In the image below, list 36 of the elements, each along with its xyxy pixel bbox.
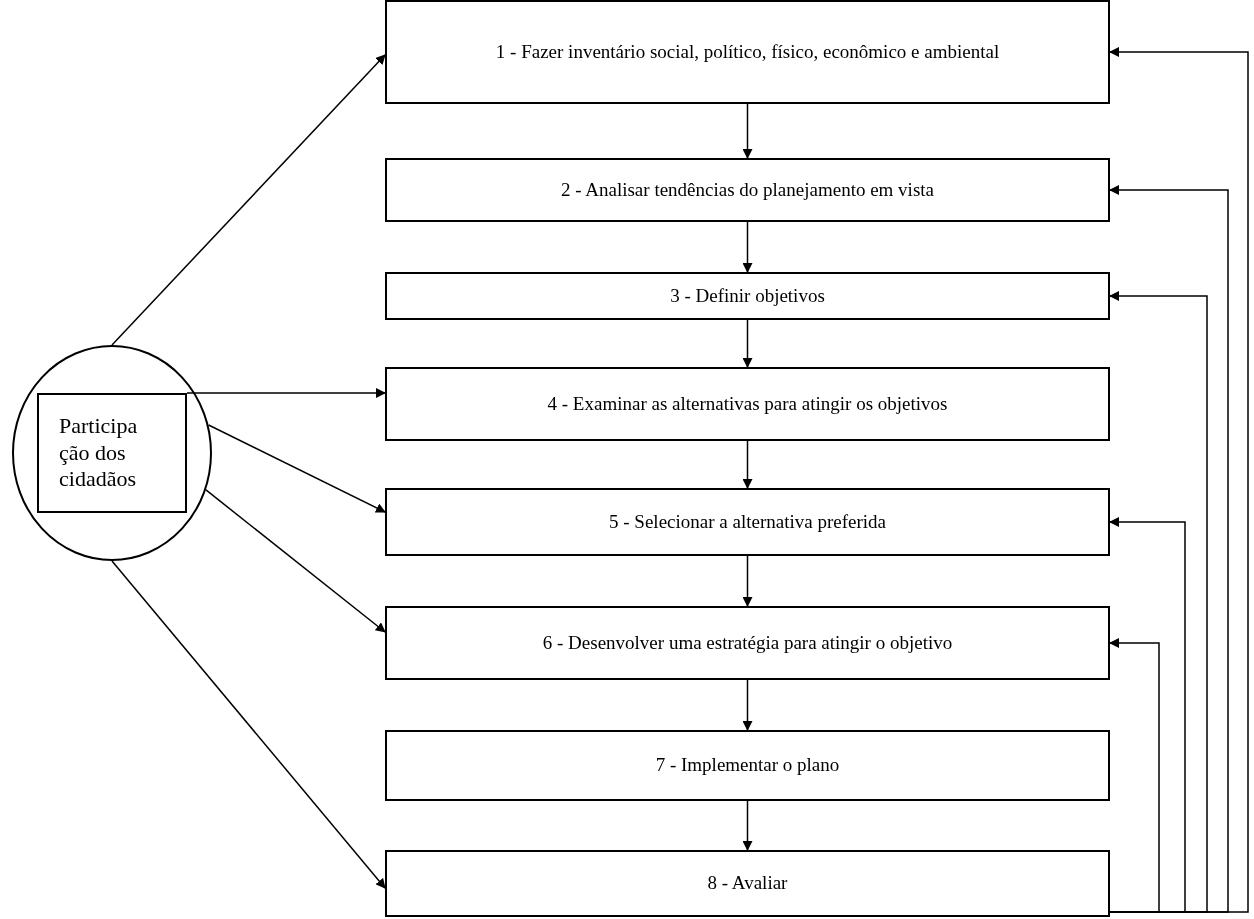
arrow: [1109, 517, 1186, 913]
process-box: [385, 158, 1110, 222]
arrow: [742, 440, 753, 489]
step-label: 3 - Definir objetivos: [670, 283, 825, 308]
process-box: [385, 488, 1110, 556]
step-label: 7 - Implementar o plano: [655, 753, 840, 778]
arrow: [1109, 185, 1229, 913]
arrow: [742, 800, 753, 851]
step-label: 1 - Fazer inventário social, político, físico, econômico e ambiental: [495, 39, 1000, 64]
step-label: 6 - Desenvolver uma estratégia para atingir o objetivo: [542, 630, 953, 655]
arrow: [1109, 291, 1208, 913]
arrow: [186, 388, 386, 398]
arrow: [111, 54, 386, 346]
arrow: [742, 679, 753, 731]
process-box: [37, 393, 187, 513]
arrow: [1109, 638, 1160, 913]
step-label: 4 - Examinar as alternativas para atingir os objetivos: [547, 391, 948, 416]
process-box: [385, 730, 1110, 801]
arrow: [207, 424, 386, 513]
process-box: [385, 367, 1110, 441]
arrow: [742, 555, 753, 607]
arrow: [742, 319, 753, 368]
arrow: [1109, 47, 1249, 913]
arrow: [742, 221, 753, 273]
process-box: [385, 272, 1110, 320]
step-label: 5 - Selecionar a alternativa preferida: [609, 509, 886, 534]
arrow: [205, 489, 386, 633]
process-box: [385, 850, 1110, 917]
process-box: [385, 0, 1110, 104]
step-label: Participa ção dos cidadãos: [59, 413, 139, 493]
arrow: [111, 560, 386, 889]
step-label: 8 - Avaliar: [707, 871, 788, 896]
circle: [12, 345, 212, 561]
arrow: [742, 103, 753, 159]
step-label: 2 - Analisar tendências do planejamento em vista: [561, 177, 934, 202]
process-box: [385, 606, 1110, 680]
